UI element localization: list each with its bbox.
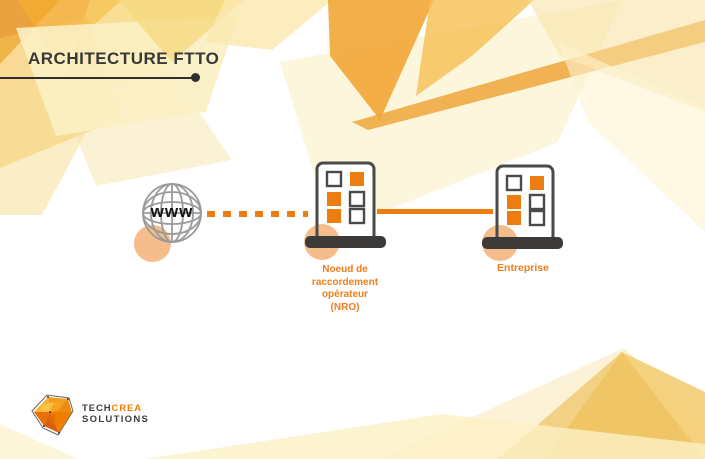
entreprise-building-icon xyxy=(482,164,563,261)
link-internet-nro xyxy=(207,211,308,217)
logo-name-tech: TECH xyxy=(82,403,112,414)
logo-name-crea: CREA xyxy=(111,403,142,414)
title-underline-dot xyxy=(191,73,200,82)
globe-icon xyxy=(142,183,202,243)
logo-wordmark: TECHCREA SOLUTIONS xyxy=(82,403,149,425)
www-label: www xyxy=(150,202,194,221)
techcrea-logo-icon xyxy=(31,394,74,436)
techcrea-logo: TECHCREA SOLUTIONS xyxy=(28,390,149,438)
globe-accent-circle xyxy=(134,225,171,262)
link-nro-entreprise xyxy=(377,209,493,214)
page-title: ARCHITECTURE FTTO xyxy=(28,49,220,68)
logo-name: TECHCREA xyxy=(82,403,149,414)
logo-solutions: SOLUTIONS xyxy=(82,414,150,425)
entreprise-label: Entreprise xyxy=(497,262,549,274)
title-underline xyxy=(0,77,196,79)
nro-label: Noeud de raccordement opérateur (NRO) xyxy=(311,264,379,313)
